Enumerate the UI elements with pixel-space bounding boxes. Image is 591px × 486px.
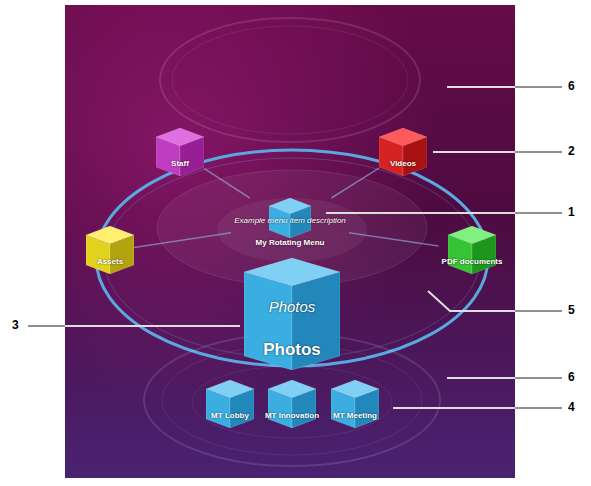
cube-shape: [379, 128, 427, 176]
cube-label: Photos: [244, 340, 340, 360]
menu-cube: MT Innovation: [262, 380, 323, 430]
callout-number: 2: [568, 144, 575, 158]
callout-number: 6: [568, 79, 575, 93]
menu-cube: PDF documents: [439, 226, 506, 276]
cube-label: Staff: [156, 159, 204, 168]
cube-shape: [331, 380, 379, 428]
spoke-line: [331, 168, 379, 198]
callout-number: 1: [568, 205, 575, 219]
callout-number: 6: [568, 370, 575, 384]
menu-cube: Example menu item description My Rotating…: [231, 198, 349, 250]
cube-shape: [86, 226, 134, 274]
cube-label: MT Innovation: [262, 411, 323, 420]
menu-cube: MT Meeting: [330, 380, 380, 430]
cube-label: Assets: [86, 257, 134, 266]
spoke-line: [204, 168, 250, 198]
cube-label: MT Lobby: [206, 411, 254, 420]
menu-cube: PhotosPhotos: [244, 258, 340, 372]
spoke-line: [134, 233, 231, 248]
callout-number: 5: [568, 303, 575, 317]
menu-cube: MT Lobby: [206, 380, 254, 430]
menu-cube: Videos: [379, 128, 427, 178]
cube-label: Photos: [244, 298, 340, 315]
callout-number: 3: [12, 318, 19, 332]
cube-shape: [206, 380, 254, 428]
cube-shape: [268, 380, 316, 428]
cube-label: PDF documents: [439, 257, 506, 266]
menu-cube: Staff: [156, 128, 204, 178]
cube-shape: [448, 226, 496, 274]
spoke-line: [349, 233, 439, 246]
cube-label: Videos: [379, 159, 427, 168]
menu-cube: Assets: [86, 226, 134, 276]
cube-label: My Rotating Menu: [231, 238, 349, 247]
cube-shape: [156, 128, 204, 176]
callout-number: 4: [568, 400, 575, 414]
cube-label: Example menu item description: [231, 216, 349, 225]
cube-label: MT Meeting: [330, 411, 380, 420]
